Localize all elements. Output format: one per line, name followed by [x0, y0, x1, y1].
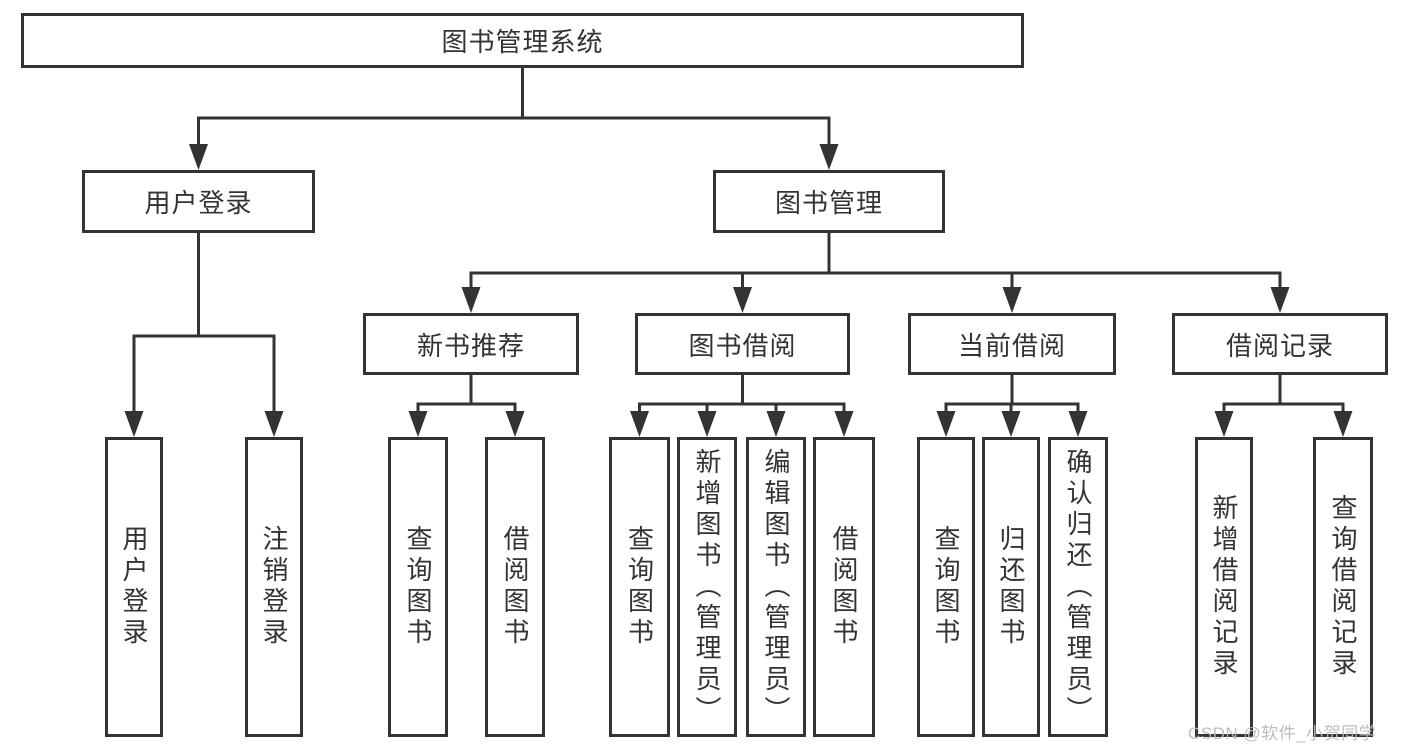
leaf-edit-book-admin: 编辑图书（管理员）: [746, 437, 806, 737]
leaf-add-book-admin: 新增图书（管理员）: [677, 437, 737, 737]
node-root-label: 图书管理系统: [441, 27, 604, 57]
leaf-confirm-return-admin: 确认归还（管理员）: [1048, 437, 1108, 737]
leaf-query-books-borrowing: 查询图书: [609, 437, 670, 737]
leaf-edit-book-admin-label: 编辑图书（管理员）: [761, 447, 791, 727]
leaf-user-login-label: 用户登录: [119, 525, 149, 649]
leaf-return-book-label: 归还图书: [996, 525, 1026, 649]
leaf-borrow-books-recommend-label: 借阅图书: [500, 525, 530, 649]
leaf-query-books-current: 查询图书: [917, 437, 975, 737]
leaf-return-book: 归还图书: [982, 437, 1040, 737]
leaf-logout-label: 注销登录: [259, 525, 289, 649]
leaf-query-borrow-record: 查询借阅记录: [1313, 437, 1373, 737]
node-book-borrowing: 图书借阅: [635, 313, 850, 375]
leaf-borrow-books-borrowing-label: 借阅图书: [829, 525, 859, 649]
leaf-query-books-recommend: 查询图书: [388, 437, 448, 737]
leaf-add-book-admin-label: 新增图书（管理员）: [692, 447, 722, 727]
node-current-borrowing-label: 当前借阅: [957, 330, 1066, 361]
leaf-logout: 注销登录: [245, 437, 303, 737]
leaf-add-borrow-record: 新增借阅记录: [1195, 437, 1253, 737]
node-borrowing-records: 借阅记录: [1172, 313, 1388, 375]
node-book-borrowing-label: 图书借阅: [688, 330, 797, 361]
leaf-borrow-books-borrowing: 借阅图书: [813, 437, 875, 737]
node-user-login: 用户登录: [82, 170, 315, 233]
node-new-book-recommendation-label: 新书推荐: [416, 330, 525, 361]
node-new-book-recommendation: 新书推荐: [363, 313, 579, 375]
node-root-library-system: 图书管理系统: [21, 13, 1024, 68]
node-user-login-label: 用户登录: [144, 188, 253, 218]
leaf-query-books-current-label: 查询图书: [931, 525, 961, 649]
leaf-borrow-books-recommend: 借阅图书: [485, 437, 545, 737]
node-book-management-label: 图书管理: [774, 188, 883, 218]
csdn-watermark: CSDN @软件_小贺同学: [1188, 724, 1377, 743]
leaf-query-borrow-record-label: 查询借阅记录: [1328, 494, 1358, 680]
leaf-query-books-borrowing-label: 查询图书: [624, 525, 655, 649]
node-current-borrowing: 当前借阅: [908, 313, 1116, 375]
leaf-confirm-return-admin-label: 确认归还（管理员）: [1063, 447, 1093, 727]
leaf-query-books-recommend-label: 查询图书: [403, 525, 433, 649]
leaf-user-login: 用户登录: [105, 437, 163, 737]
leaf-add-borrow-record-label: 新增借阅记录: [1209, 494, 1239, 680]
node-book-management: 图书管理: [713, 170, 945, 233]
node-borrowing-records-label: 借阅记录: [1225, 330, 1334, 361]
